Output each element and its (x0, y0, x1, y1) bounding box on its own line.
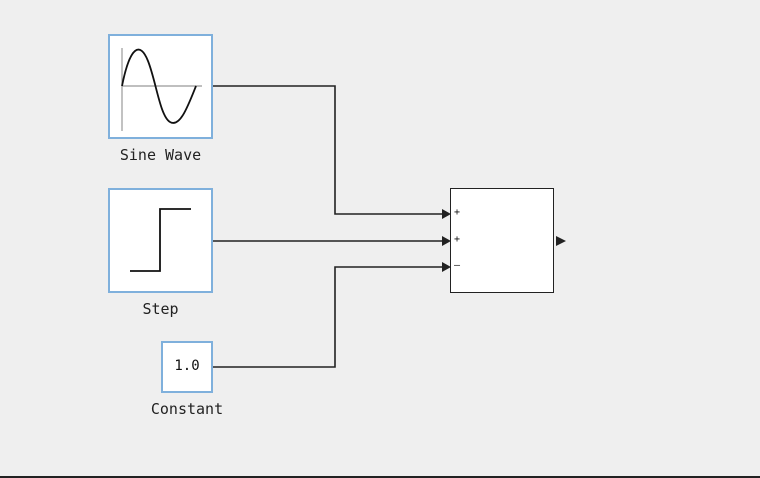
step-label: Step (142, 300, 179, 318)
step-block[interactable] (108, 188, 213, 293)
constant-label: Constant (150, 400, 224, 418)
sine-wave-block[interactable] (108, 34, 213, 139)
step-icon (130, 208, 191, 272)
constant-value: 1.0 (174, 358, 200, 374)
sum-port-2-sign: + (454, 234, 461, 245)
sum-port-1-sign: + (454, 207, 461, 218)
sum-block[interactable]: + + – (450, 188, 554, 293)
sine-to-sum-line (213, 85, 442, 215)
sum-output-arrow (556, 236, 566, 246)
constant-block[interactable]: 1.0 (161, 341, 213, 393)
sum-port-3-sign: – (454, 260, 461, 271)
bottom-border (0, 476, 760, 478)
constant-to-sum-line (213, 266, 442, 368)
sine-wave-icon (121, 48, 202, 131)
sine-wave-label: Sine Wave (119, 146, 202, 164)
